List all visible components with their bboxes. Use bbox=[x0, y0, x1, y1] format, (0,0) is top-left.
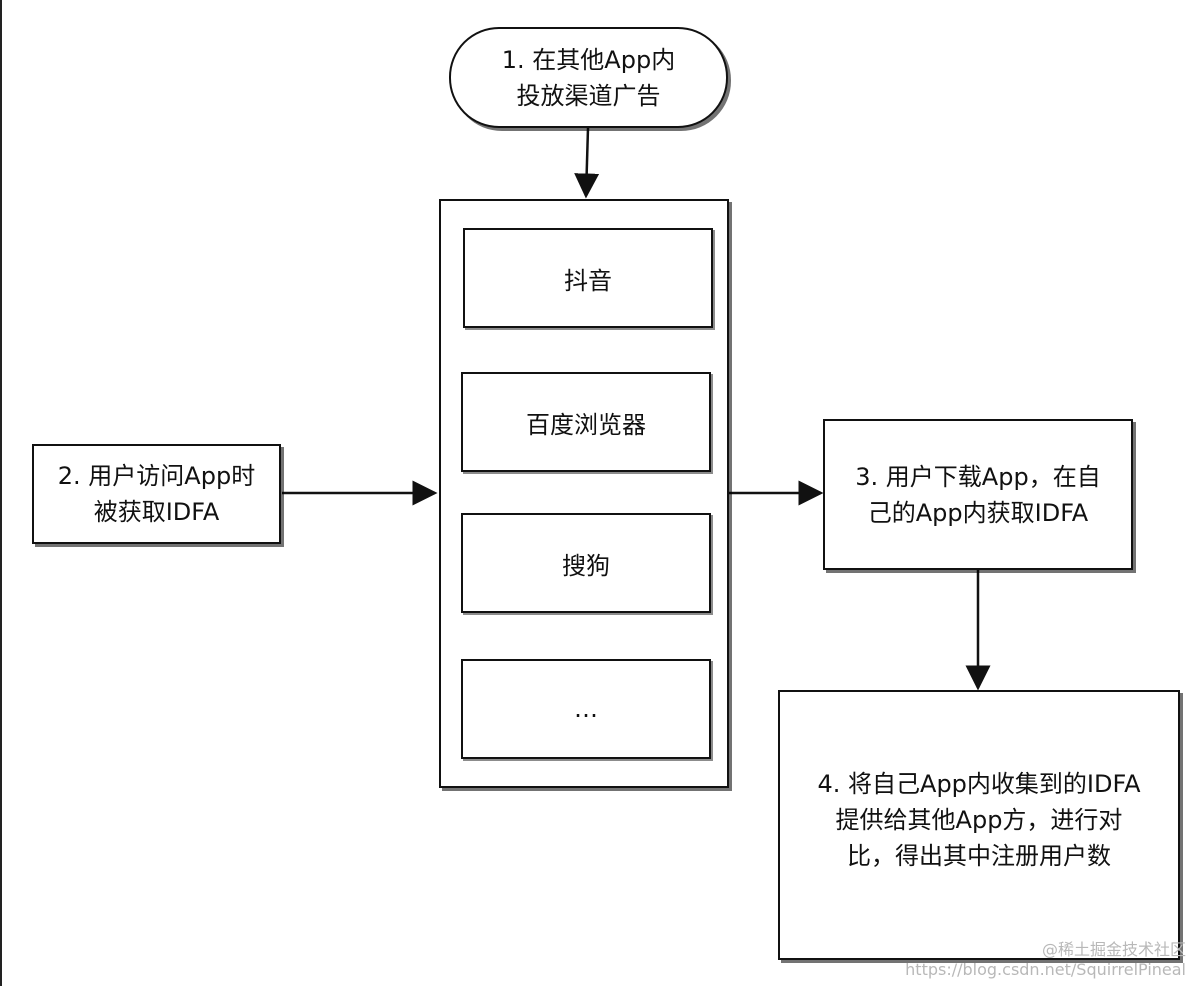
channel-label: 百度浏览器 bbox=[526, 410, 646, 439]
step3-node: 3. 用户下载App，在自 己的App内获取IDFA bbox=[823, 419, 1133, 570]
channel-sogou: 搜狗 bbox=[461, 513, 711, 613]
left-border-line bbox=[0, 0, 2, 986]
channel-baidu-browser: 百度浏览器 bbox=[461, 372, 711, 472]
step2-label: 2. 用户访问App时 被获取IDFA bbox=[57, 462, 256, 526]
step1-label: 1. 在其他App内 投放渠道广告 bbox=[501, 45, 676, 110]
channel-label: 抖音 bbox=[564, 266, 612, 295]
watermark-line2: https://blog.csdn.net/SquirrelPineal bbox=[905, 960, 1186, 979]
channel-container: 抖音 百度浏览器 搜狗 … bbox=[439, 199, 729, 788]
step1-node: 1. 在其他App内 投放渠道广告 bbox=[449, 27, 728, 128]
arrow-step1-to-channels bbox=[574, 127, 600, 199]
watermark: @稀土掘金技术社区 https://blog.csdn.net/Squirrel… bbox=[905, 940, 1186, 980]
channel-label: … bbox=[574, 695, 598, 723]
channel-label: 搜狗 bbox=[562, 551, 610, 580]
watermark-line1: @稀土掘金技术社区 bbox=[1041, 940, 1186, 959]
channel-douyin: 抖音 bbox=[463, 228, 713, 328]
step4-label: 4. 将自己App内收集到的IDFA 提供给其他App方，进行对 比，得出其中注… bbox=[817, 770, 1141, 870]
channel-more: … bbox=[461, 659, 711, 759]
step2-node: 2. 用户访问App时 被获取IDFA bbox=[32, 444, 281, 544]
step4-node: 4. 将自己App内收集到的IDFA 提供给其他App方，进行对 比，得出其中注… bbox=[778, 690, 1180, 960]
step3-label: 3. 用户下载App，在自 己的App内获取IDFA bbox=[855, 462, 1101, 527]
